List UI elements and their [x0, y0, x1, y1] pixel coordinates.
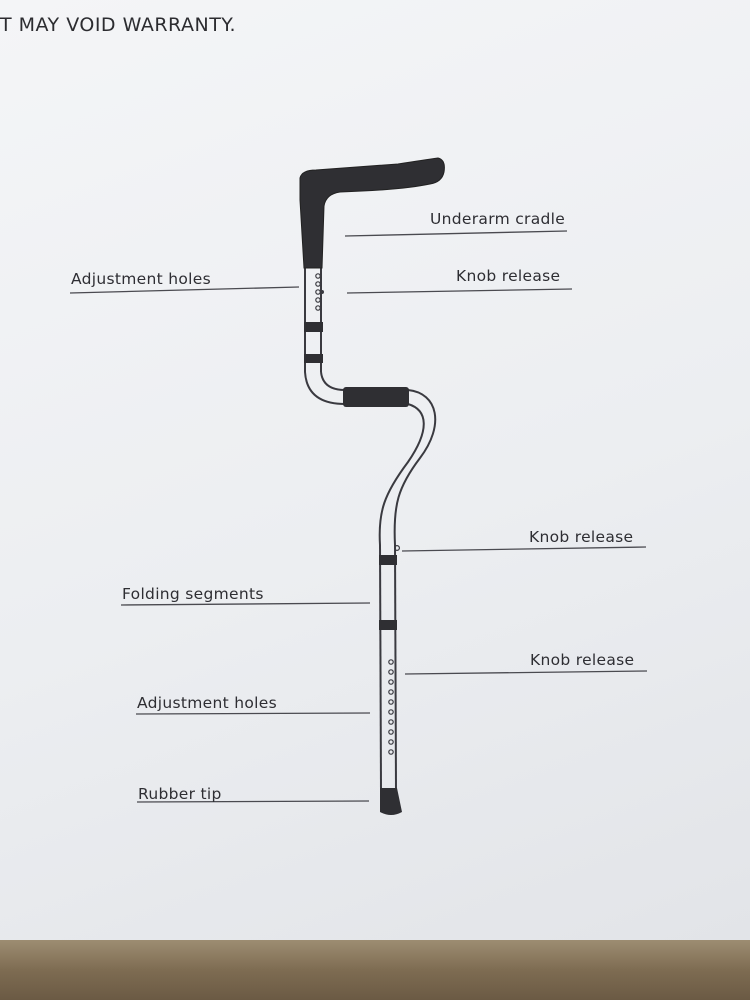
leader-adjustment-holes-top — [69, 286, 300, 294]
clamp-bands — [304, 322, 397, 630]
leader-knob-release-top — [346, 288, 573, 294]
label-knob-release-top: Knob release — [456, 267, 561, 285]
leader-underarm-cradle — [344, 230, 568, 237]
leader-rubber-tip — [136, 800, 370, 803]
label-underarm-cradle: Underarm cradle — [430, 210, 566, 228]
knob-upper — [320, 290, 324, 294]
label-adjustment-holes-top: Adjustment holes — [71, 270, 211, 288]
leader-knob-release-bottom — [404, 670, 648, 675]
warranty-warning: T MAY VOID WARRANTY. — [0, 14, 237, 36]
paper-sheet — [0, 0, 750, 948]
rubber-tip — [380, 788, 402, 815]
table-surface — [0, 940, 750, 1000]
adjustment-holes-lower — [388, 659, 394, 755]
label-adjustment-holes-bottom: Adjustment holes — [137, 694, 277, 712]
label-knob-release-bottom: Knob release — [530, 651, 635, 669]
lower-bend — [378, 389, 437, 546]
adjustment-holes-upper — [315, 273, 321, 311]
lower-shaft — [379, 544, 397, 791]
upper-shaft — [304, 250, 322, 372]
label-folding-segments: Folding segments — [122, 585, 264, 603]
upper-bend — [304, 371, 346, 405]
label-knob-release-middle: Knob release — [529, 528, 634, 546]
leader-folding-segments — [120, 602, 371, 606]
leader-knob-release-middle — [401, 546, 647, 552]
knob-middle — [394, 544, 401, 551]
leader-adjustment-holes-bottom — [135, 712, 371, 715]
label-rubber-tip: Rubber tip — [138, 785, 222, 803]
hand-grip — [343, 387, 409, 407]
underarm-cradle-pad — [299, 157, 445, 269]
